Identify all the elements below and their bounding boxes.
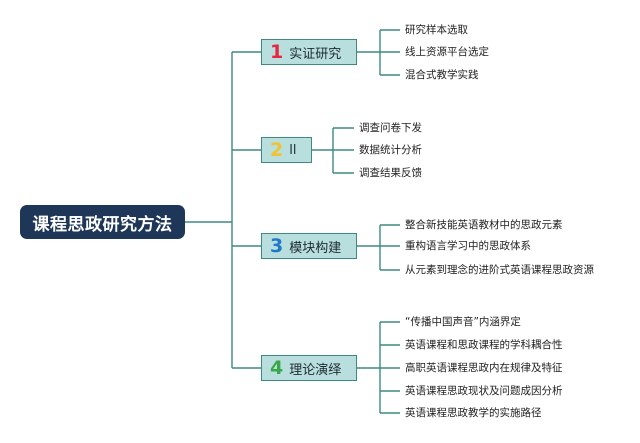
branch-label-3: 模块构建 xyxy=(289,240,342,256)
leaf-1-3: 混合式教学实践 xyxy=(405,69,479,81)
branch-number-2: 2 xyxy=(270,138,284,161)
leaf-4-3: 高职英语课程思政内在规律及特征 xyxy=(405,362,563,374)
leaf-3-3: 从元素到理念的进阶式英语课程思政资源 xyxy=(405,264,594,276)
branch-node-1: 1 实证研究 xyxy=(261,39,357,65)
leaf-4-5: 英语课程思政教学的实施路径 xyxy=(405,407,542,419)
branch-number-1: 1 xyxy=(270,40,284,63)
leaf-2-1: 调查问卷下发 xyxy=(359,122,422,134)
root-title: 课程思政研究方法 xyxy=(32,214,173,235)
branch-number-4: 4 xyxy=(270,356,284,379)
leaf-2-3: 调查结果反馈 xyxy=(359,167,422,179)
branch-label-2: ll xyxy=(289,142,297,158)
leaf-3-1: 整合新技能英语教材中的思政元素 xyxy=(405,219,563,231)
leaf-2-2: 数据统计分析 xyxy=(359,144,422,156)
leaf-1-2: 线上资源平台选定 xyxy=(405,46,489,58)
leaf-3-2: 重构语言学习中的思政体系 xyxy=(405,240,531,252)
leaf-4-2: 英语课程和思政课程的学科耦合性 xyxy=(405,339,563,351)
branch-label-4: 理论演绎 xyxy=(289,362,342,378)
root-node: 课程思政研究方法 xyxy=(20,205,185,239)
branch-number-3: 3 xyxy=(270,234,284,257)
branch-node-2: 2 ll xyxy=(261,137,312,163)
leaf-1-1: 研究样本选取 xyxy=(405,24,468,36)
branch-label-1: 实证研究 xyxy=(289,46,342,62)
leaf-4-1: “传播中国声音”内涵界定 xyxy=(405,316,521,328)
leaf-4-4: 英语课程思政现状及问题成因分析 xyxy=(405,385,563,397)
branch-node-4: 4 理论演绎 xyxy=(261,355,357,381)
branch-node-3: 3 模块构建 xyxy=(261,233,357,259)
